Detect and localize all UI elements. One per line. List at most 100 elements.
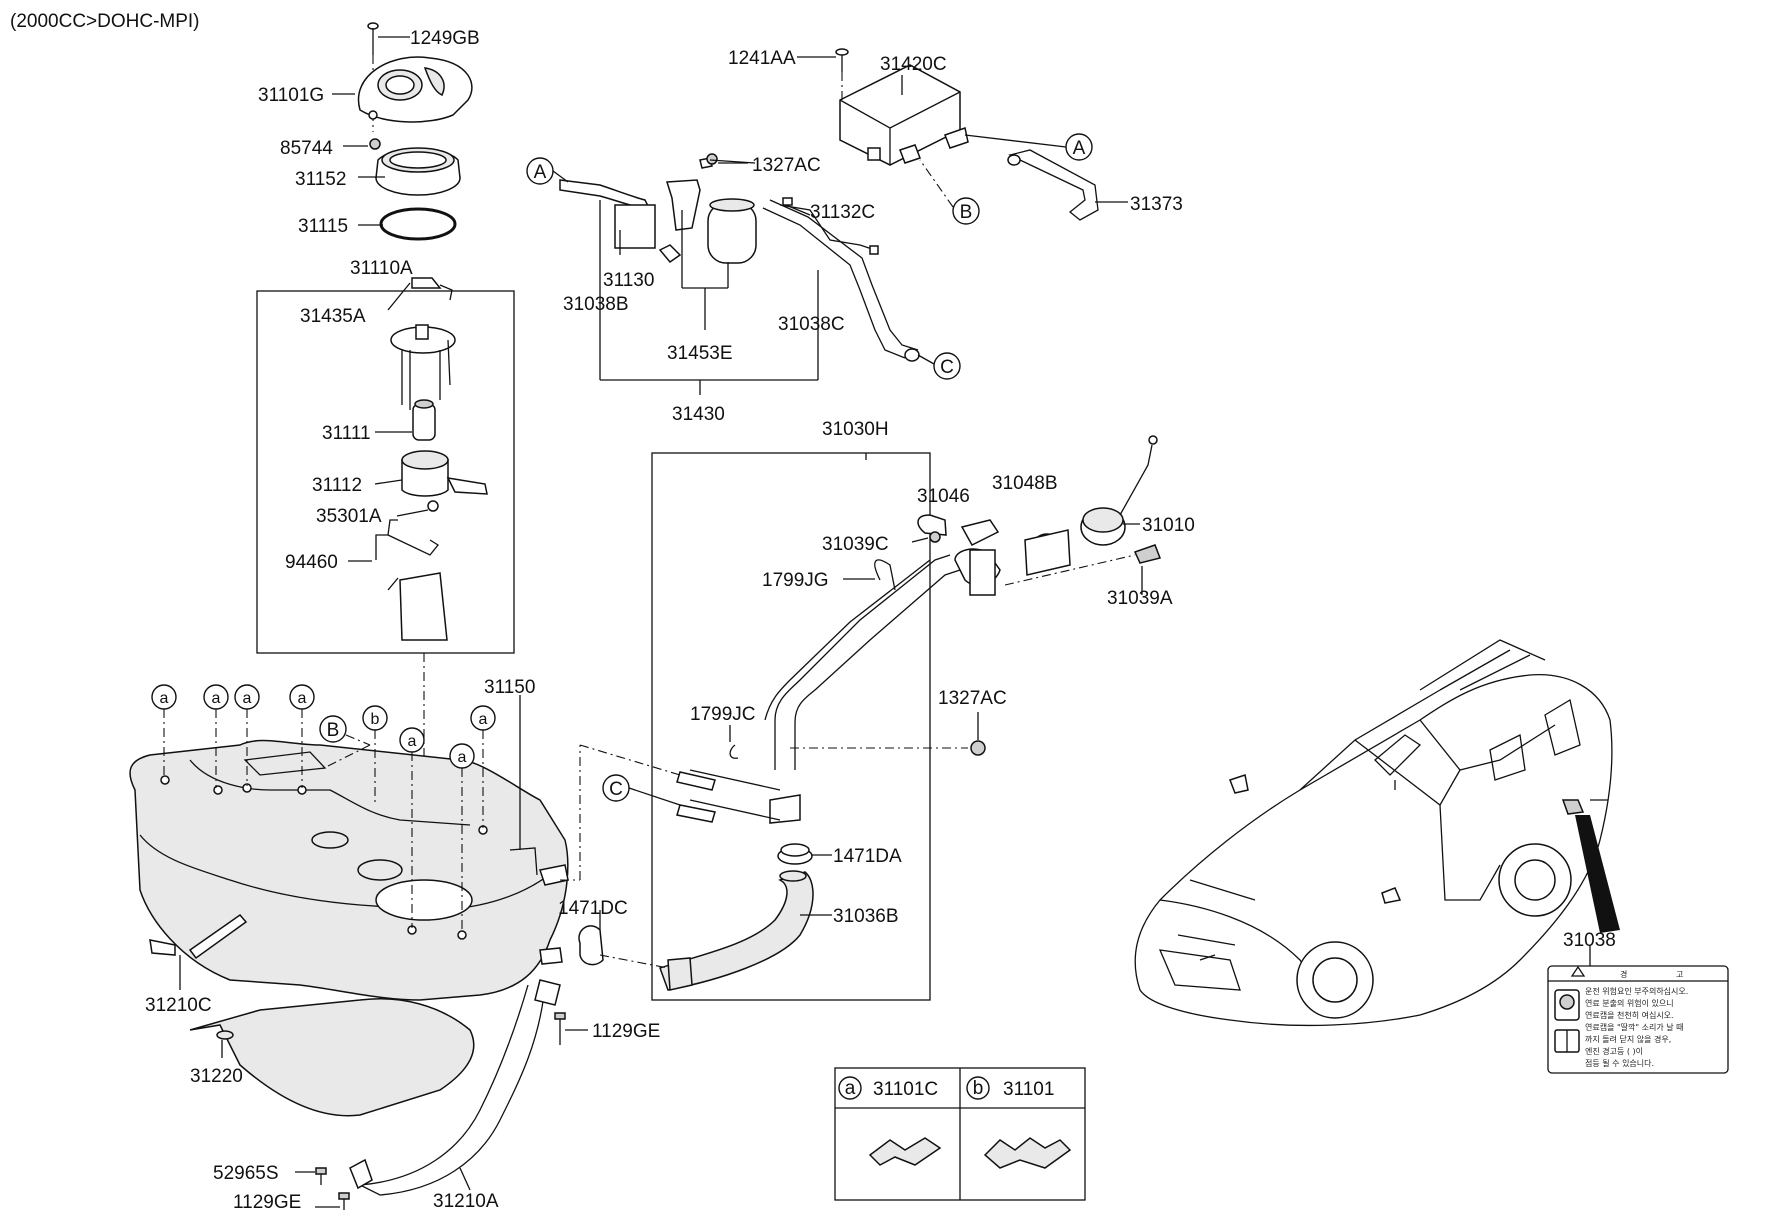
canister-31420c-icon — [835, 48, 969, 166]
bolt-1249gb-icon — [367, 22, 379, 55]
warning-line-2: 연료 분출의 위험이 있으니 — [1585, 998, 1674, 1008]
label-31046: 31046 — [917, 486, 970, 507]
label-31132c: 31132C — [810, 202, 875, 223]
label-31010: 31010 — [1142, 515, 1195, 536]
warning-title-right: 고 — [1676, 970, 1683, 979]
svg-text:a: a — [479, 711, 488, 728]
label-31130: 31130 — [603, 270, 654, 291]
label-1129ge-right: 1129GE — [592, 1021, 660, 1042]
label-1799jg: 1799JG — [762, 570, 829, 591]
svg-text:B: B — [960, 202, 973, 223]
filler-neck-box — [651, 452, 931, 1001]
legend-b-circle — [966, 1076, 990, 1100]
leader-lines — [179, 36, 1591, 1208]
label-31115: 31115 — [298, 216, 348, 237]
label-31036b: 31036B — [833, 906, 899, 927]
label-31150: 31150 — [484, 677, 535, 698]
label-1471dc: 1471DC — [558, 898, 628, 919]
warning-label-31038: 경 고 운전 위험요인 부주의하십시오. 연료 분출의 위험이 있으니 연료캡을… — [1547, 965, 1729, 1074]
legend-b-part: 31101 — [1003, 1079, 1054, 1100]
label-31038: 31038 — [1563, 930, 1616, 951]
pump-module-box — [256, 290, 515, 654]
label-85744: 85744 — [280, 138, 333, 159]
label-31111: 31111 — [322, 423, 371, 444]
label-35301a: 35301A — [316, 506, 382, 527]
svg-text:a: a — [212, 690, 221, 707]
legend-a-part: 31101C — [873, 1079, 938, 1100]
filler-neck-31030h-icon — [676, 548, 1001, 824]
bracket-lines-top — [599, 200, 819, 395]
clip-31101-icon — [983, 1137, 1072, 1169]
vehicle-illustration — [1134, 639, 1620, 1027]
svg-text:b: b — [371, 711, 380, 728]
label-31420c: 31420C — [880, 54, 947, 75]
bolt-1129ge-bottom-icon — [338, 1192, 350, 1210]
svg-text:a: a — [160, 690, 169, 707]
clip-31101c-icon — [868, 1137, 942, 1166]
fuel-cap-31010-icon — [1080, 435, 1158, 546]
tank-to-neck-dashed — [560, 744, 681, 881]
warning-title-left: 경 — [1620, 969, 1627, 979]
nut-1327ac-mid-icon — [790, 740, 986, 756]
svg-text:a: a — [408, 733, 417, 750]
bolt-52965s-icon — [315, 1167, 327, 1185]
label-31101g: 31101G — [258, 85, 324, 106]
pump-module-internals — [375, 277, 488, 641]
label-52965s: 52965S — [213, 1163, 279, 1184]
label-1799jc: 1799JC — [690, 704, 756, 725]
lock-ring-31152-icon — [375, 147, 461, 196]
legend-a-letter: a — [845, 1078, 856, 1099]
label-31038b: 31038B — [563, 294, 629, 315]
part-labels: 1249GB 31101G 85744 31152 31115 31110A 3… — [145, 28, 1616, 1211]
label-1471da: 1471DA — [833, 846, 902, 867]
svg-text:C: C — [940, 357, 954, 378]
warning-line-4: 연료캡을 "딸깍" 소리가 날 때 — [1585, 1022, 1684, 1032]
callout-b-upper — [952, 197, 980, 225]
vent-hose-31373-icon — [1007, 149, 1099, 221]
legend-a-circle — [838, 1076, 862, 1100]
clamp-1471dc-icon — [578, 925, 669, 969]
label-1249gb: 1249GB — [410, 28, 480, 49]
svg-text:a: a — [298, 690, 307, 707]
warning-line-6: 엔진 경고등 ( )이 — [1585, 1046, 1643, 1056]
svg-text:B: B — [327, 720, 340, 741]
label-31373: 31373 — [1130, 194, 1183, 215]
label-1241aa: 1241AA — [728, 48, 796, 69]
purge-valve-group — [559, 153, 920, 362]
nut-85744-icon — [369, 138, 381, 150]
label-31039c: 31039C — [822, 534, 889, 555]
label-31435a: 31435A — [300, 306, 366, 327]
label-31030h: 31030H — [822, 419, 889, 440]
fuel-tank-31150-icon — [129, 739, 569, 1001]
svg-text:a: a — [243, 690, 252, 707]
legend-b-letter: b — [973, 1078, 984, 1099]
warning-line-3: 연료캡을 천천히 여십시오. — [1585, 1010, 1674, 1020]
filler-small-parts — [659, 514, 1071, 991]
engine-spec-title: (2000CC>DOHC-MPI) — [10, 11, 200, 32]
cover-plate-31101g-icon — [357, 56, 473, 123]
warning-line-5: 까지 돌려 닫지 않을 경우, — [1585, 1034, 1671, 1044]
svg-text:C: C — [609, 779, 623, 800]
svg-text:A: A — [1073, 138, 1086, 159]
label-31430: 31430 — [672, 404, 725, 425]
label-31210c: 31210C — [145, 995, 212, 1016]
fuel-pump-cover-group — [357, 22, 473, 241]
label-31112: 31112 — [312, 475, 362, 496]
legend-table: a 31101C b 31101 — [834, 1067, 1086, 1201]
label-31038c: 31038C — [778, 314, 845, 335]
label-31048b: 31048B — [992, 473, 1058, 494]
warning-line-1: 운전 위험요인 부주의하십시오. — [1585, 986, 1688, 996]
label-1327ac-top: 1327AC — [752, 155, 821, 176]
label-31210a: 31210A — [433, 1191, 499, 1211]
label-31152: 31152 — [295, 169, 346, 190]
screw-31039a-icon — [1004, 544, 1162, 586]
label-1129ge-bottom: 1129GE — [233, 1192, 301, 1211]
label-1327ac-mid: 1327AC — [938, 688, 1007, 709]
callout-b-tank — [319, 715, 347, 743]
svg-text:A: A — [534, 162, 547, 183]
callouts: A A B C C B a a a a b — [151, 133, 1093, 933]
label-31039a: 31039A — [1107, 588, 1173, 609]
o-ring-31115-icon — [379, 207, 457, 241]
bolt-1129ge-right-icon — [554, 1012, 566, 1045]
